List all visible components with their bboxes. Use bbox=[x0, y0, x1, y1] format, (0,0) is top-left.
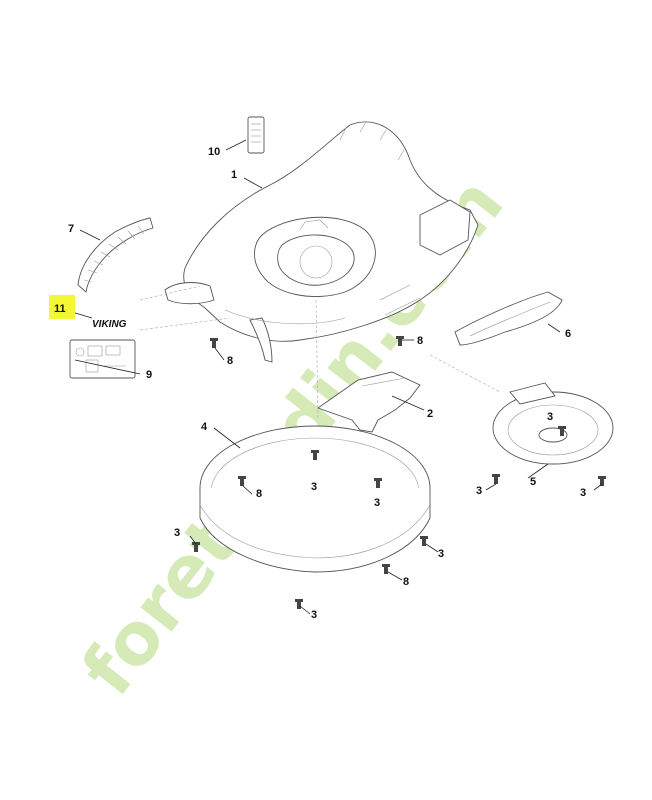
callout-8: 8 bbox=[403, 576, 409, 588]
part-10-sticker bbox=[247, 116, 265, 154]
callout-labels: 10 1 7 11 9 6 2 4 5 8 8 8 8 3 3 3 3 3 3 … bbox=[54, 146, 586, 621]
callout-3: 3 bbox=[374, 497, 380, 509]
screw-icon bbox=[295, 599, 303, 609]
screw-icon bbox=[558, 426, 566, 436]
callout-2: 2 bbox=[427, 408, 433, 420]
part-6-chute-cover bbox=[454, 291, 563, 346]
screw-icon bbox=[396, 336, 404, 346]
callout-1: 1 bbox=[231, 169, 237, 181]
screw-icon bbox=[598, 476, 606, 486]
callout-3: 3 bbox=[311, 481, 317, 493]
callout-6: 6 bbox=[565, 328, 571, 340]
callout-9: 9 bbox=[146, 369, 152, 381]
part-1-deck-housing bbox=[164, 121, 479, 363]
callout-3: 3 bbox=[438, 548, 444, 560]
part-2-baffle bbox=[317, 371, 421, 433]
part-4-deck-ring bbox=[199, 425, 431, 573]
callout-8: 8 bbox=[417, 335, 423, 347]
callout-11: 11 bbox=[54, 303, 66, 315]
callout-8: 8 bbox=[227, 355, 233, 367]
screw-icon bbox=[210, 338, 218, 348]
part-9-decal-sheet bbox=[69, 339, 136, 379]
part-7-strip bbox=[77, 217, 154, 293]
callout-3: 3 bbox=[547, 411, 553, 423]
callout-3: 3 bbox=[580, 487, 586, 499]
callout-3: 3 bbox=[311, 609, 317, 621]
screws bbox=[192, 336, 606, 609]
callout-11-highlight bbox=[49, 295, 75, 319]
callout-7: 7 bbox=[68, 223, 74, 235]
callout-3: 3 bbox=[174, 527, 180, 539]
leader-lines bbox=[71, 139, 603, 615]
callout-3: 3 bbox=[476, 485, 482, 497]
screw-icon bbox=[420, 536, 428, 546]
callout-8: 8 bbox=[256, 488, 262, 500]
assembly-guides bbox=[139, 285, 501, 421]
screw-icon bbox=[382, 564, 390, 574]
part-5-discharge-plate bbox=[492, 382, 614, 465]
screw-icon bbox=[311, 450, 319, 460]
part-11-viking-logo: VIKING bbox=[92, 319, 127, 330]
viking-logo-text: VIKING bbox=[92, 319, 127, 330]
screw-icon bbox=[374, 478, 382, 488]
callout-5: 5 bbox=[530, 476, 536, 488]
callout-10: 10 bbox=[208, 146, 220, 158]
screw-icon bbox=[238, 476, 246, 486]
callout-4: 4 bbox=[201, 421, 208, 433]
screw-icon bbox=[492, 474, 500, 484]
